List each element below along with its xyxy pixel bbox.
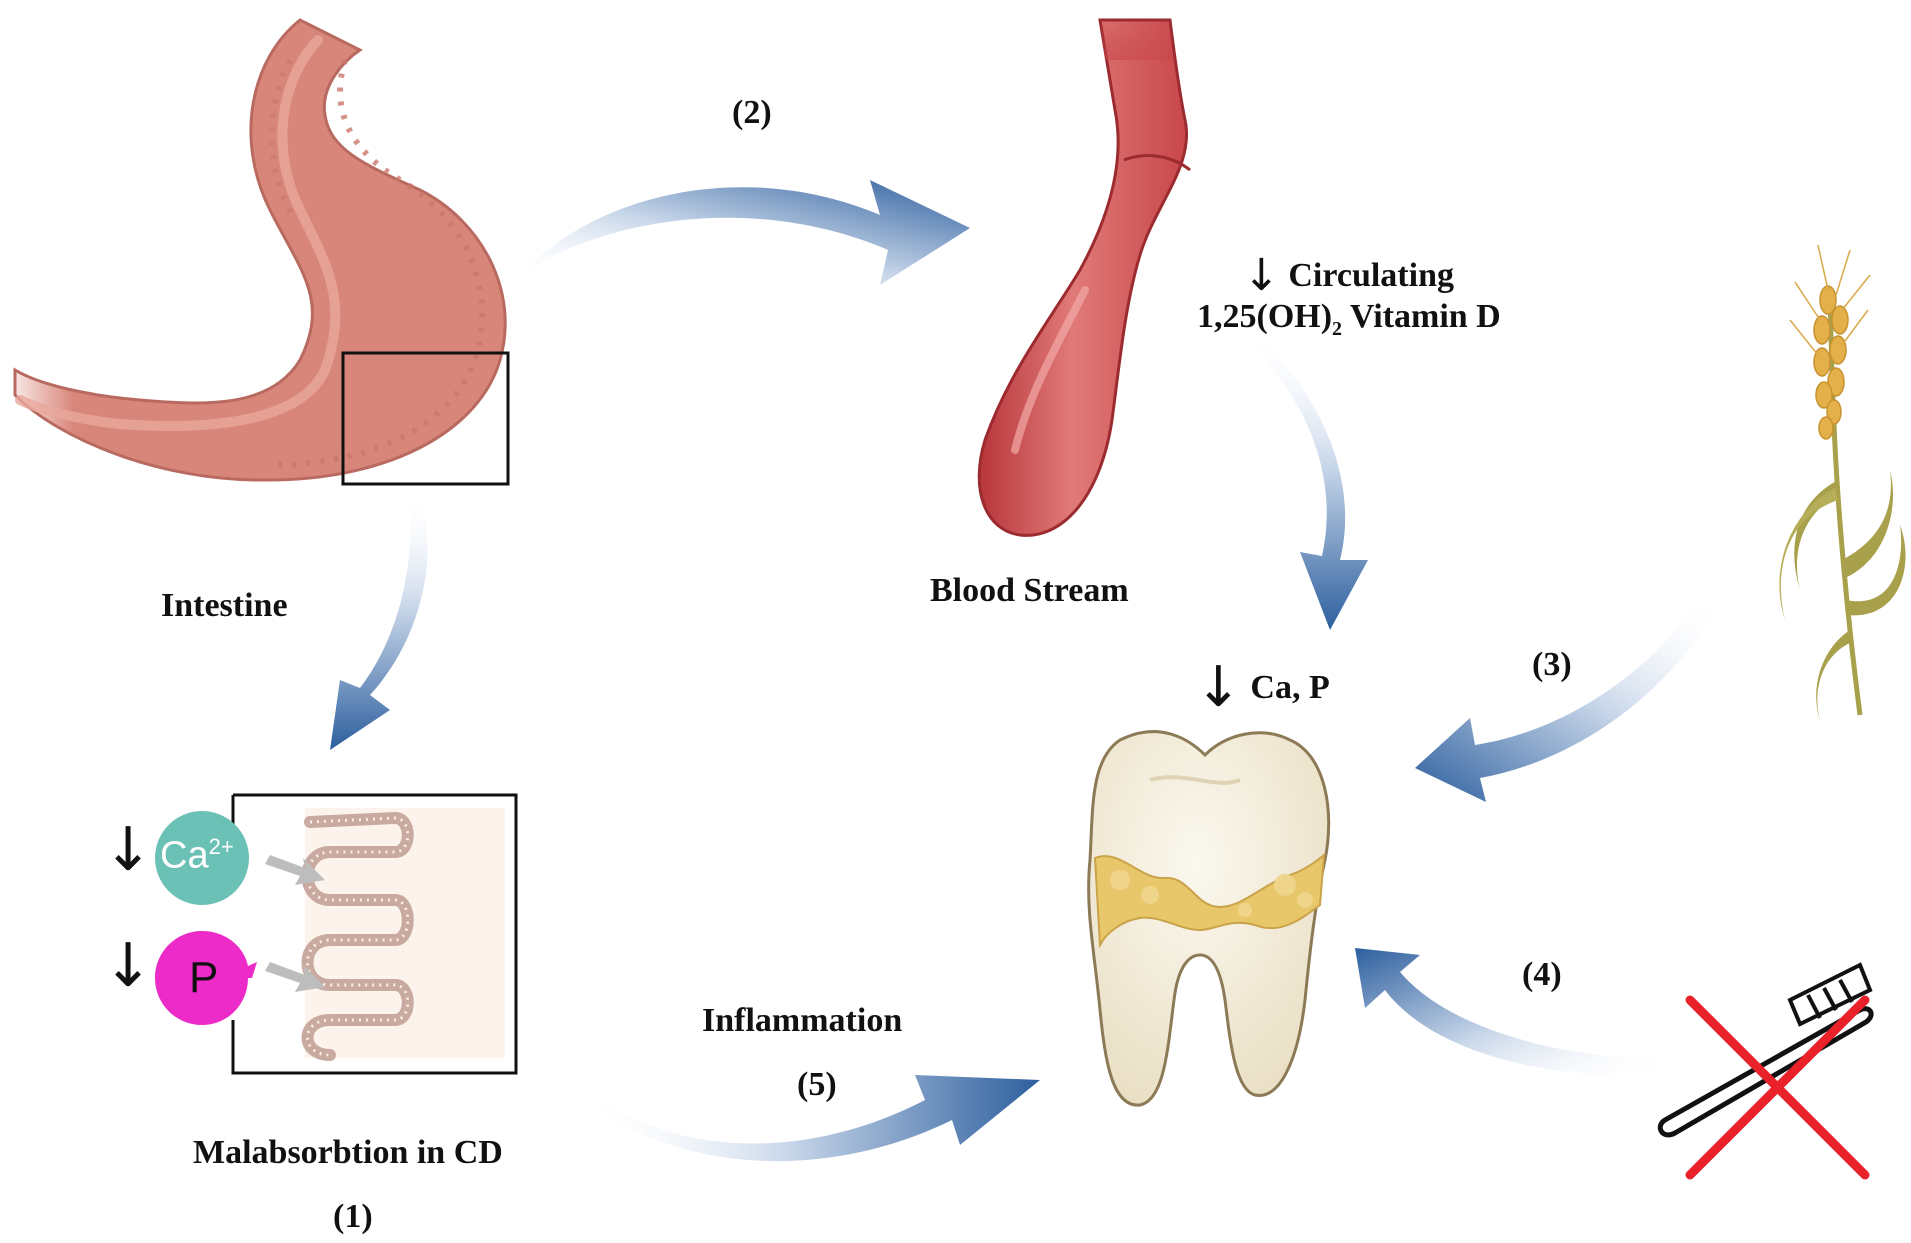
calcium-symbol: Ca: [160, 834, 209, 877]
circulating-text: Circulating: [1288, 257, 1454, 294]
intestine-illustration: [13, 18, 507, 482]
step-4-label: (4): [1522, 956, 1562, 993]
decrease-arrow-icon: ↓: [1195, 655, 1242, 720]
blood-stream-label: Blood Stream: [930, 572, 1129, 609]
calcium-phosphorus-label: ↓ Ca, P: [1195, 652, 1330, 716]
absorption-arrow-calcium: [265, 855, 325, 885]
step-5-label: (5): [797, 1066, 837, 1103]
tooth-illustration: [1087, 730, 1331, 1107]
phosphorus-ion-label: P: [189, 953, 219, 1002]
phosphorus-ion-circle: [155, 931, 257, 1025]
absorption-arrow-phosphorus: [265, 962, 325, 992]
malabsorption-inset: [155, 793, 518, 1075]
blood-vessel-illustration: [977, 18, 1191, 537]
calcium-charge: 2+: [208, 834, 234, 859]
vitamin-d-label: 1,25(OH)2 Vitamin D: [1197, 300, 1501, 339]
arrow-2-intestine-to-blood: [520, 180, 970, 285]
vitamin-subscript: 2: [1332, 317, 1343, 340]
step-1-label: (1): [333, 1198, 373, 1235]
vitamin-suffix: Vitamin D: [1342, 298, 1501, 335]
calcium-ion-label: Ca2+: [160, 836, 234, 875]
calcium-ion-circle: [155, 811, 249, 905]
phosphorus-decrease-arrow-icon: ↓: [103, 931, 154, 1001]
calcium-decrease-arrow-icon: ↓: [103, 815, 154, 885]
circulating-vitamin-label: ↓ Circulating: [1243, 250, 1454, 298]
wheat-plant-icon: [1779, 244, 1906, 720]
intestine-label: Intestine: [161, 587, 288, 624]
toothbrush-icon: [1657, 962, 1874, 1138]
intestine-zoom-box: [341, 351, 510, 486]
step-3-label: (3): [1532, 646, 1572, 683]
inflammation-label: Inflammation: [702, 1002, 903, 1039]
capa-text: Ca, P: [1250, 669, 1330, 706]
step-2-label: (2): [732, 94, 772, 131]
prohibited-cross-icon: [1685, 995, 1870, 1180]
arrow-vitamin-to-tooth: [1245, 330, 1368, 630]
decrease-arrow-icon: ↓: [1243, 250, 1280, 301]
malabsorption-label: Malabsorbtion in CD: [193, 1134, 503, 1171]
arrow-5-inflammation-to-tooth: [580, 1075, 1040, 1162]
arrow-4-brushing-to-tooth: [1355, 948, 1660, 1076]
arrow-3-wheat-to-tooth: [1415, 600, 1715, 802]
arrow-1-intestine-down: [330, 490, 428, 750]
vitamin-prefix: 1,25(OH): [1197, 298, 1333, 335]
